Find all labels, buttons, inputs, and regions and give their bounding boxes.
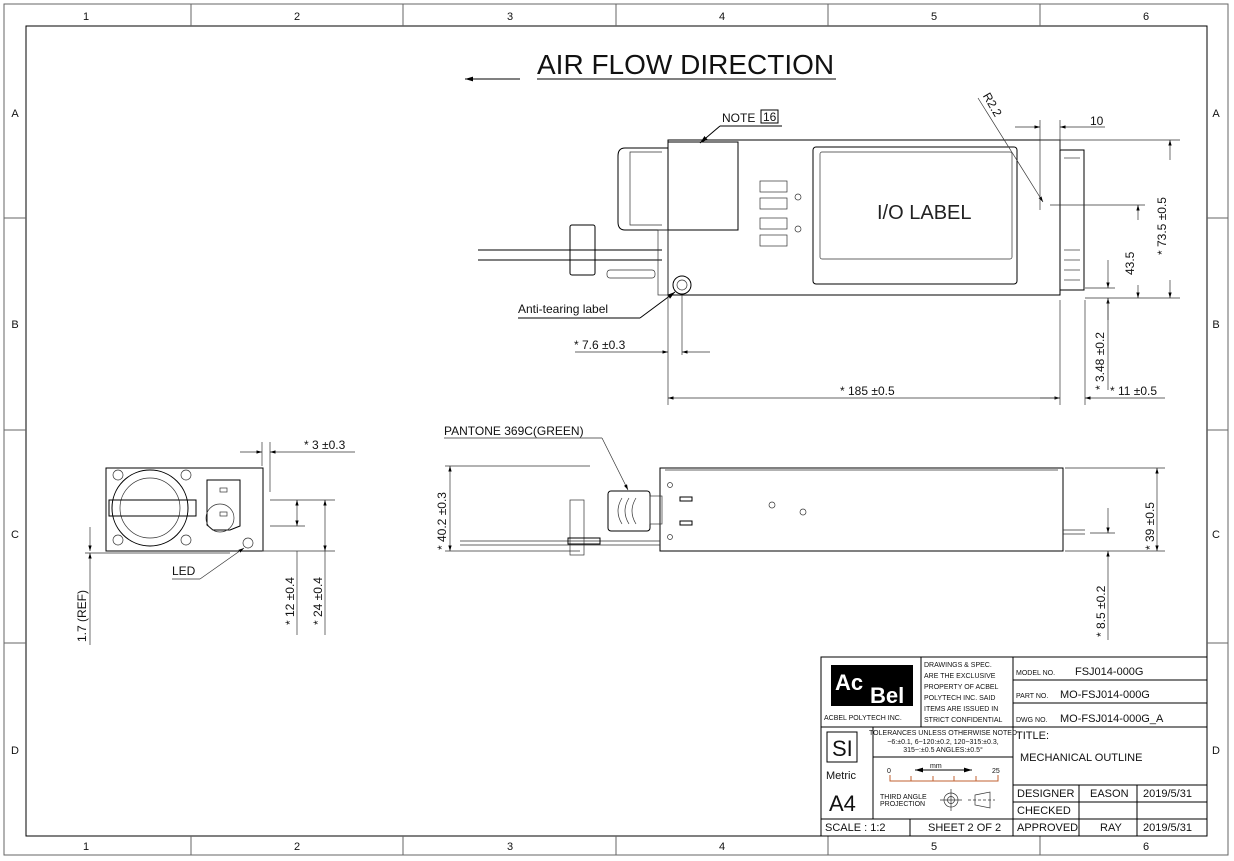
projection-line: THIRD ANGLE xyxy=(880,794,927,801)
units-system: Metric xyxy=(826,770,856,782)
zone-col-2: 2 xyxy=(294,11,300,23)
notice-line: POLYTECH INC. SAID xyxy=(924,695,995,702)
designer-date: 2019/5/31 xyxy=(1143,788,1192,800)
zone-col-4-bottom: 4 xyxy=(719,841,725,853)
checked-label: CHECKED xyxy=(1017,805,1071,817)
scale-bar xyxy=(889,775,999,782)
dim-8-5: * 8.5 ±0.2 xyxy=(1094,585,1108,637)
notice-line: ARE THE EXCLUSIVE xyxy=(924,673,996,680)
zone-col-5-bottom: 5 xyxy=(931,841,937,853)
end-view xyxy=(105,467,264,552)
dim-3: * 3 ±0.3 xyxy=(304,438,346,452)
tolerance-line: ~6:±0.1, 6~120:±0.2, 120~315:±0.3, xyxy=(887,739,998,746)
third-angle-projection-icon xyxy=(940,789,995,811)
dim-11: * 11 ±0.5 xyxy=(1110,384,1157,398)
top-view: I/O LABEL xyxy=(478,139,1085,296)
zone-col-3: 3 xyxy=(507,11,513,23)
logo-ac: Ac xyxy=(835,670,863,695)
zone-row-d: D xyxy=(11,745,19,757)
zone-col-5: 5 xyxy=(931,11,937,23)
dim-43-5: 43.5 xyxy=(1123,251,1137,275)
led-label: LED xyxy=(172,564,196,578)
scale-bar-min: 0 xyxy=(887,768,891,775)
dim-24: * 24 ±0.4 xyxy=(311,577,325,625)
zone-row-a: A xyxy=(11,108,19,120)
title-label: TITLE: xyxy=(1016,730,1049,742)
zone-col-1: 1 xyxy=(83,11,89,23)
units-si: SI xyxy=(832,736,853,761)
zone-row-b-right: B xyxy=(1212,319,1219,331)
dim-7-6: * 7.6 ±0.3 xyxy=(574,338,626,352)
title-block: Ac Bel ACBEL POLYTECH INC. DRAWINGS & SP… xyxy=(820,656,1208,837)
zone-row-c-right: C xyxy=(1212,529,1220,541)
part-value: MO-FSJ014-000G xyxy=(1060,689,1150,701)
dim-40-2: * 40.2 ±0.3 xyxy=(435,492,449,550)
notice-line: PROPERTY OF ACBEL xyxy=(924,684,999,691)
approver-name: RAY xyxy=(1100,822,1122,834)
notice-line: ITEMS ARE ISSUED IN xyxy=(924,706,998,713)
title-value: MECHANICAL OUTLINE xyxy=(1020,752,1142,764)
io-label-text: I/O LABEL xyxy=(877,202,972,224)
dim-73-5: * 73.5 ±0.5 xyxy=(1155,197,1169,255)
dim-12: * 12 ±0.4 xyxy=(283,577,297,625)
dim-39: * 39 ±0.5 xyxy=(1143,502,1157,550)
logo-bel: Bel xyxy=(870,683,904,708)
zone-row-c: C xyxy=(11,529,19,541)
dim-r2-2: R2.2 xyxy=(980,90,1005,119)
approved-date: 2019/5/31 xyxy=(1143,822,1192,834)
zone-row-b: B xyxy=(11,319,18,331)
notice-line: STRICT CONFIDENTIAL xyxy=(924,717,1003,724)
scale-bar-unit: mm xyxy=(930,763,942,770)
dim-1-7-ref: 1.7 (REF) xyxy=(75,590,89,642)
note-number: 16 xyxy=(763,110,777,124)
sheet-number: SHEET 2 OF 2 xyxy=(928,822,1001,834)
designer-name: EASON xyxy=(1090,788,1129,800)
zone-col-1-bottom: 1 xyxy=(83,841,89,853)
part-label: PART NO. xyxy=(1016,693,1048,700)
side-view xyxy=(460,467,1085,556)
sheet-frame xyxy=(3,3,1229,856)
pantone-label: PANTONE 369C(GREEN) xyxy=(444,424,584,438)
note-label: NOTE xyxy=(722,111,755,125)
model-label: MODEL NO. xyxy=(1016,670,1055,677)
zone-col-3-bottom: 3 xyxy=(507,841,513,853)
tolerance-line: TOLERANCES UNLESS OTHERWISE NOTED xyxy=(869,730,1017,737)
zone-col-6-bottom: 6 xyxy=(1143,841,1149,853)
approved-label: APPROVED xyxy=(1017,822,1078,834)
scale-bar-max: 25 xyxy=(992,768,1000,775)
company-name: ACBEL POLYTECH INC. xyxy=(824,715,902,722)
dim-3-48: * 3.48 ±0.2 xyxy=(1093,332,1107,390)
notice-line: DRAWINGS & SPEC. xyxy=(924,662,992,669)
model-value: FSJ014-000G xyxy=(1075,666,1143,678)
anti-tearing-label: Anti-tearing label xyxy=(518,302,608,316)
sheet-size: A4 xyxy=(829,791,856,816)
dwg-value: MO-FSJ014-000G_A xyxy=(1060,713,1164,725)
zone-labels: 1 2 3 4 5 6 1 2 3 4 5 6 A B C D A B C D xyxy=(11,11,1220,853)
projection-line: PROJECTION xyxy=(880,801,925,808)
airflow-heading: AIR FLOW DIRECTION xyxy=(537,49,834,80)
dim-185: * 185 ±0.5 xyxy=(840,384,895,398)
scale-label: SCALE : 1:2 xyxy=(825,822,886,834)
zone-row-d-right: D xyxy=(1212,745,1220,757)
zone-col-2-bottom: 2 xyxy=(294,841,300,853)
zone-col-6: 6 xyxy=(1143,11,1149,23)
designer-label: DESIGNER xyxy=(1017,788,1075,800)
dim-10: 10 xyxy=(1090,114,1104,128)
zone-row-a-right: A xyxy=(1212,108,1220,120)
dwg-label: DWG NO. xyxy=(1016,717,1048,724)
tolerance-line: 315~:±0.5 ANGLES:±0.5° xyxy=(903,746,983,754)
zone-col-4: 4 xyxy=(719,11,725,23)
